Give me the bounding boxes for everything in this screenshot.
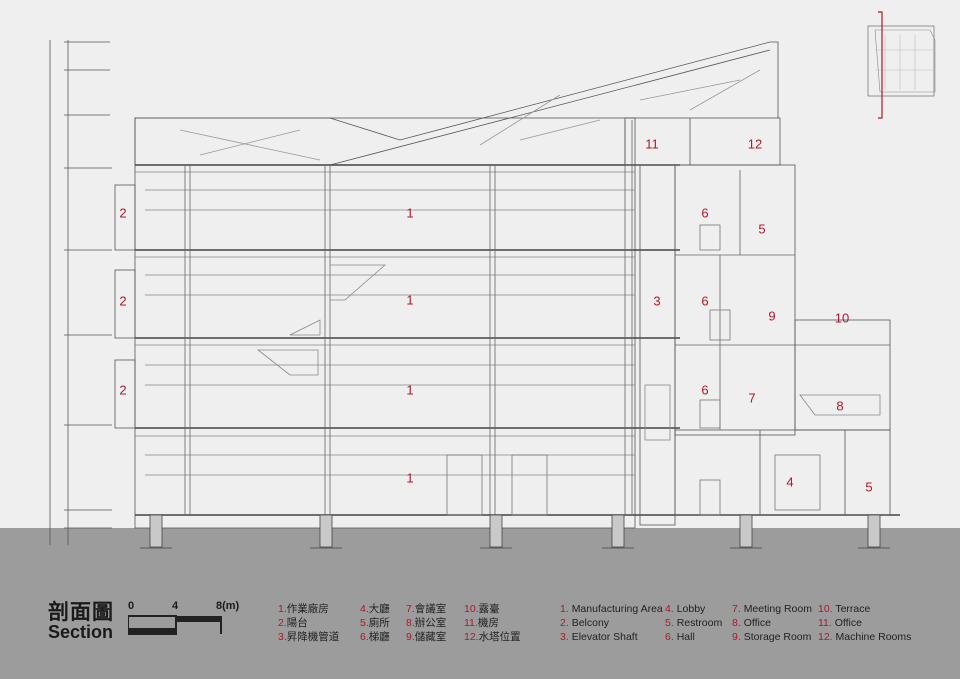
drawing-title-cn: 剖面圖 <box>48 601 114 624</box>
key-plan <box>867 11 936 119</box>
room-label: 1 <box>406 470 414 486</box>
legend-cn-col3: 7.會議室 8.辦公室 9.儲藏室 <box>406 602 446 644</box>
room-label: 6 <box>701 293 709 309</box>
office-block <box>674 164 796 436</box>
legend-item: 8.辦公室 <box>406 617 447 629</box>
legend-item: 6.梯廳 <box>360 631 390 643</box>
lobby-block <box>674 429 891 516</box>
room-label: 5 <box>758 221 766 237</box>
legend-cn-col4: 10.露臺 11.機房 12.水塔位置 <box>464 602 521 644</box>
room-label: 7 <box>748 390 756 406</box>
scale-tick-label: 8(m) <box>216 600 240 612</box>
legend-item: 12.水塔位置 <box>464 631 521 643</box>
room-label: 6 <box>701 382 709 398</box>
scale-tick-label: 0 <box>128 600 135 612</box>
room-label: 2 <box>119 382 127 398</box>
legend-item: 6. Hall <box>665 631 695 643</box>
room-label: 1 <box>406 292 414 308</box>
room-label: 9 <box>768 308 776 324</box>
balconies <box>114 184 136 429</box>
room-label: 2 <box>119 293 127 309</box>
legend-item: 5.廁所 <box>360 617 390 629</box>
room-label: 1 <box>406 382 414 398</box>
legend-cn-col1: 1.作業廠房 2.陽台 3.昇降機管道 <box>278 602 339 644</box>
room-label: 6 <box>701 205 709 221</box>
legend-item: 2.陽台 <box>278 617 308 629</box>
legend-item: 11. Office <box>818 617 862 629</box>
legend-item: 2. Belcony <box>560 617 610 629</box>
legend-en-col4: 10. Terrace 11. Office 12. Machine Rooms <box>818 602 911 644</box>
doors <box>446 224 821 516</box>
foundations <box>149 514 881 548</box>
legend-item: 5. Restroom <box>665 617 723 629</box>
elevator-shaft <box>639 164 676 526</box>
legend-item: 9. Storage Room <box>732 631 812 643</box>
room-label: 8 <box>836 398 844 414</box>
room-label: 1 <box>406 205 414 221</box>
machine-room <box>624 117 781 166</box>
legend-en-col2: 4. Lobby 5. Restroom 6. Hall <box>665 602 722 644</box>
legend-item: 3.昇降機管道 <box>278 631 340 643</box>
legend-item: 11.機房 <box>464 617 499 629</box>
legend-item: 9.儲藏室 <box>406 631 447 643</box>
terrace-block <box>794 319 891 431</box>
legend-en-col3: 7. Meeting Room 8. Office 9. Storage Roo… <box>732 602 812 644</box>
legend-item: 8. Office <box>732 617 771 629</box>
legend-item: 1.作業廠房 <box>278 603 329 615</box>
room-label: 11 <box>645 136 659 152</box>
room-label: 3 <box>653 293 661 309</box>
stair-openings <box>256 264 881 416</box>
room-label: 4 <box>786 474 794 490</box>
legend-item: 7. Meeting Room <box>732 603 812 615</box>
roof-line <box>134 41 779 165</box>
legend-item: 4.大廳 <box>360 603 390 615</box>
columns <box>184 120 633 515</box>
scale-bar: 0 4 8(m) <box>128 600 258 640</box>
room-label: 5 <box>865 479 873 495</box>
room-label: 12 <box>747 136 763 152</box>
legend-item: 10. Terrace <box>818 603 871 615</box>
level-ticks <box>64 41 112 529</box>
legend-item: 10.露臺 <box>464 603 500 615</box>
legend-item: 7.會議室 <box>406 603 447 615</box>
legend-item: 12. Machine Rooms <box>818 631 912 643</box>
legend-cn-col2: 4.大廳 5.廁所 6.梯廳 <box>360 602 390 644</box>
floor-slabs <box>135 164 900 516</box>
room-label: 10 <box>834 310 850 326</box>
legend-en-col1: 1. Manufacturing Area 2. Belcony 3. Elev… <box>560 602 663 644</box>
scale-tick-label: 4 <box>172 600 179 612</box>
legend-item: 3. Elevator Shaft <box>560 631 638 643</box>
ground-band <box>0 528 960 679</box>
room-label: 2 <box>119 205 127 221</box>
legend-item: 1. Manufacturing Area <box>560 603 663 615</box>
scale-bar-graphic <box>128 615 222 635</box>
main-block <box>134 117 636 529</box>
legend-item: 4. Lobby <box>665 603 706 615</box>
drawing-title-en: Section <box>48 622 114 642</box>
